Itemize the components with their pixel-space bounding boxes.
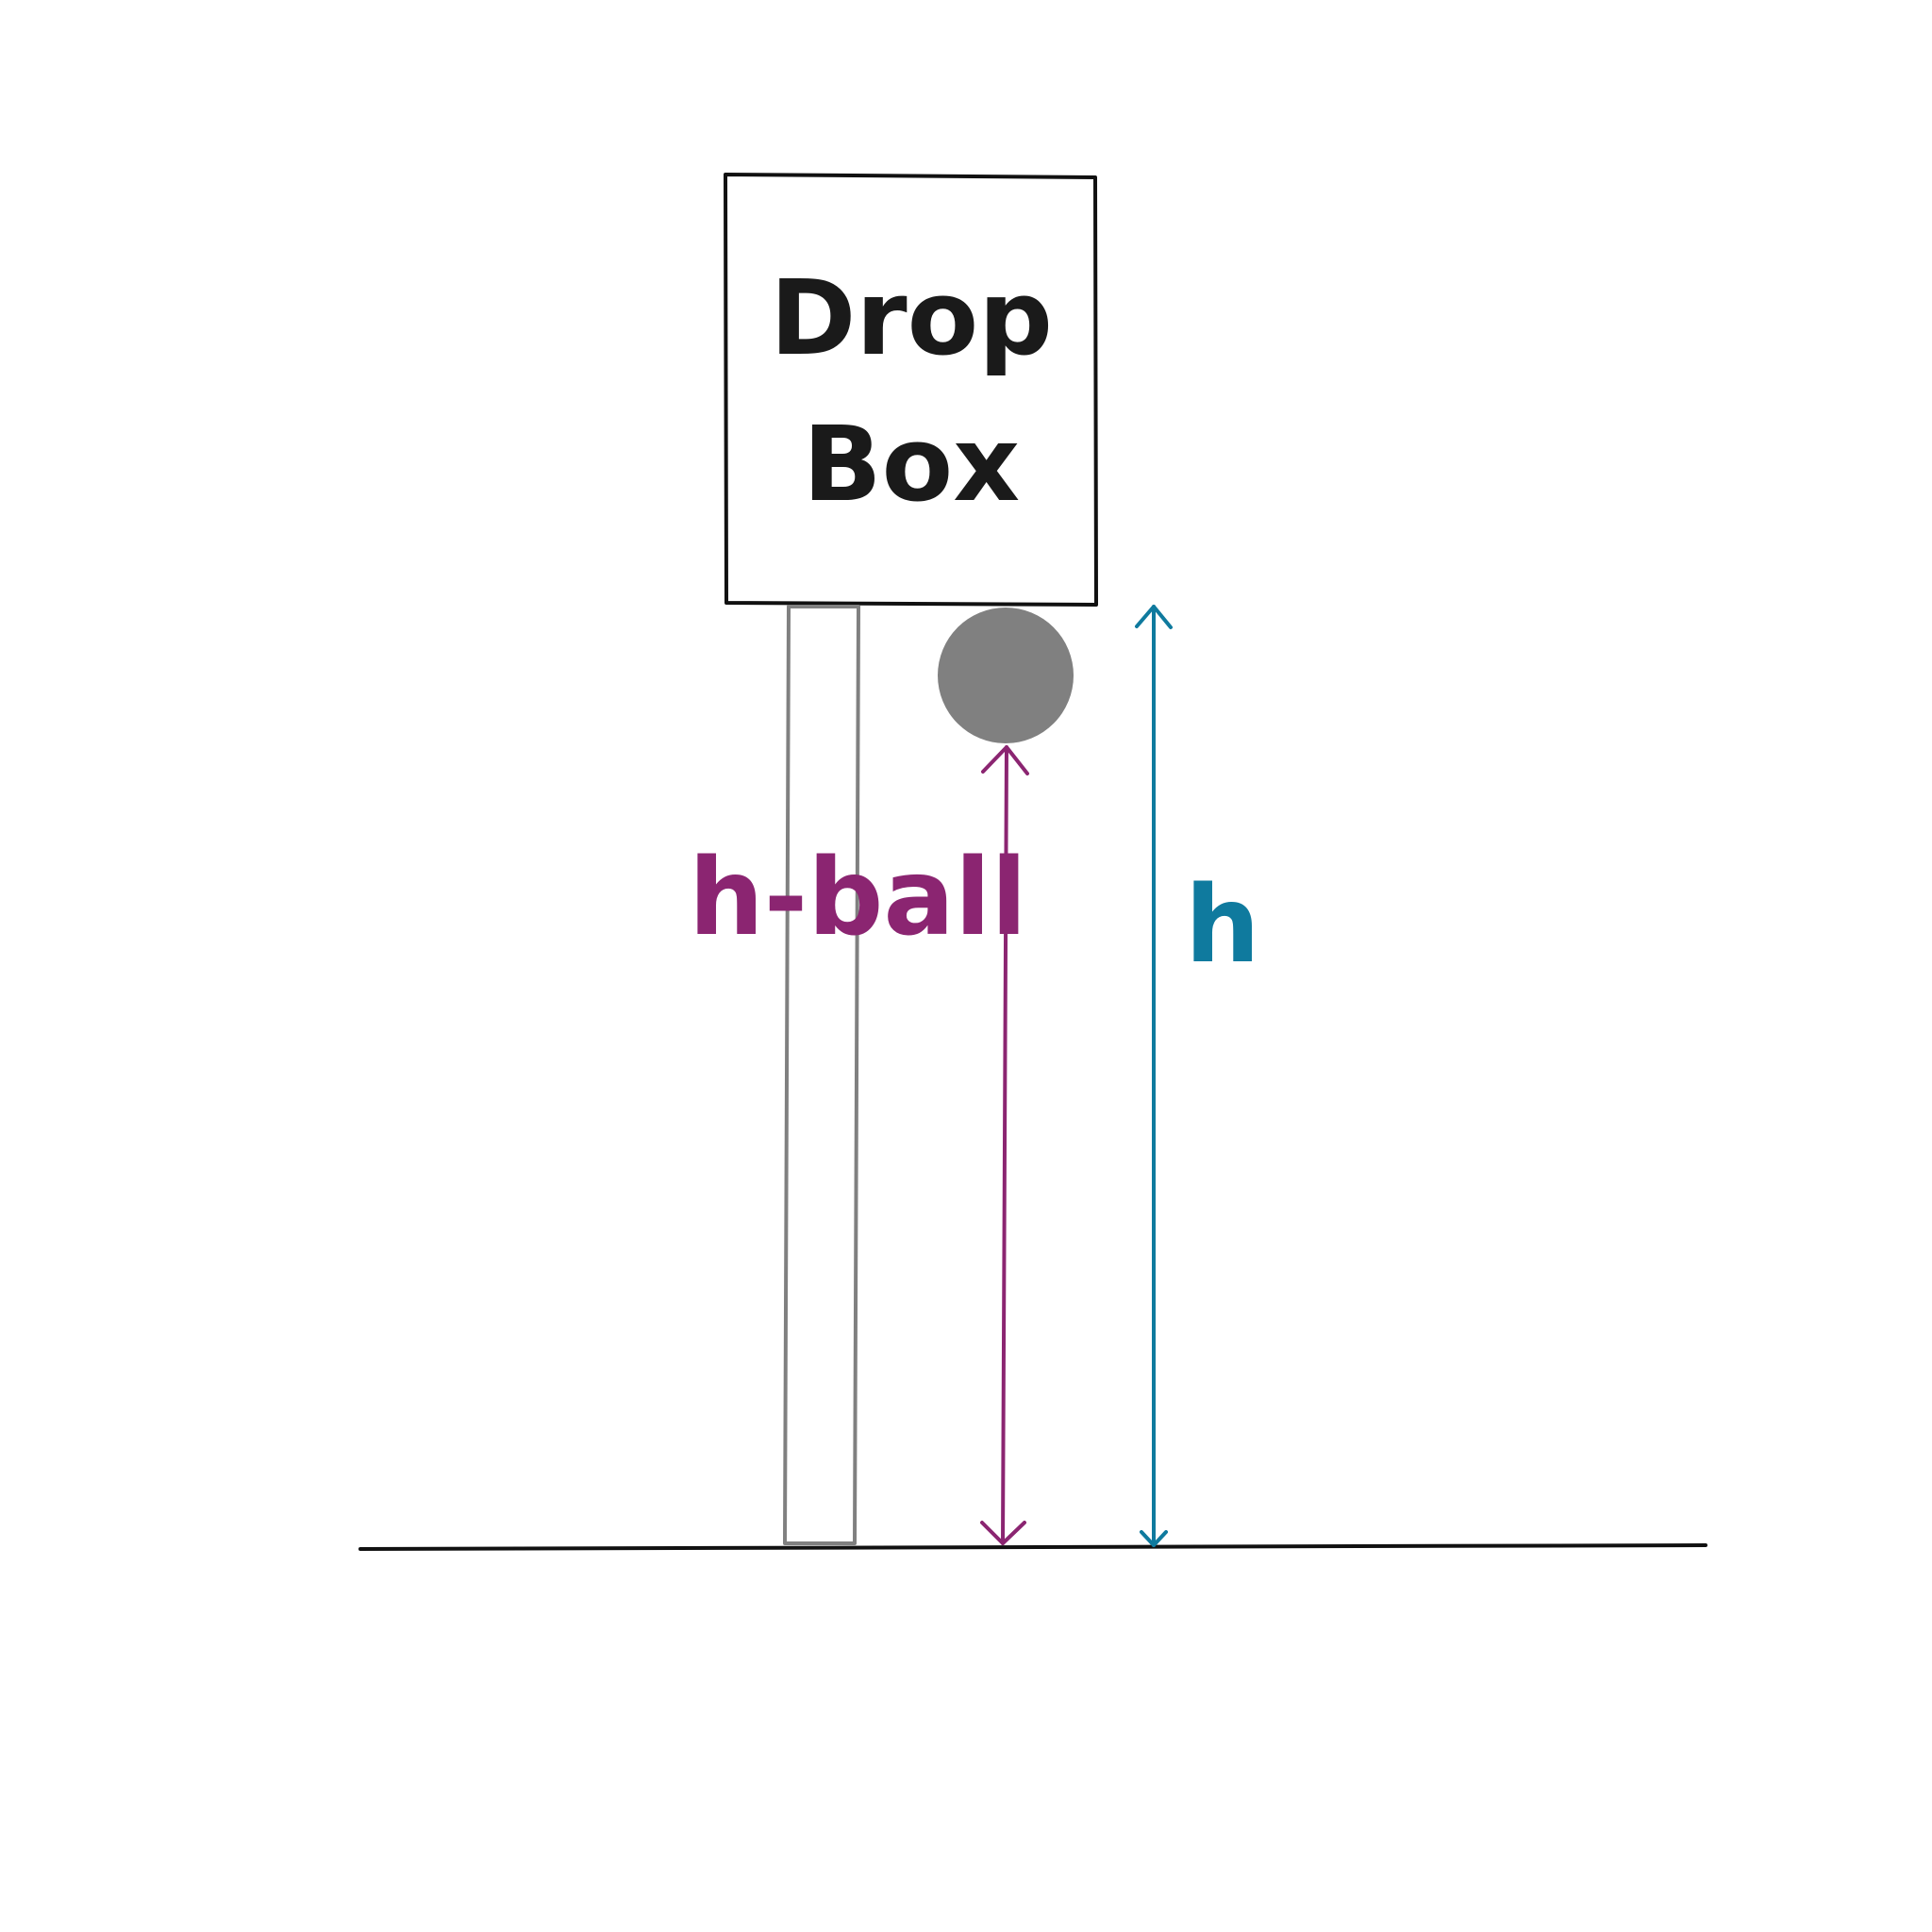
ball-height-label: h-ball bbox=[689, 837, 1027, 959]
height-label: h bbox=[1185, 864, 1260, 987]
drop-box bbox=[724, 173, 1098, 607]
ground-line bbox=[358, 1543, 1707, 1551]
ball bbox=[938, 608, 1074, 743]
height-arrow bbox=[1135, 605, 1173, 1547]
drop-box-label-line-2: Box bbox=[802, 404, 1021, 525]
support-post bbox=[783, 605, 860, 1545]
ball-height-arrow bbox=[980, 745, 1029, 1545]
drop-box-label-line-1: Drop bbox=[770, 258, 1053, 378]
